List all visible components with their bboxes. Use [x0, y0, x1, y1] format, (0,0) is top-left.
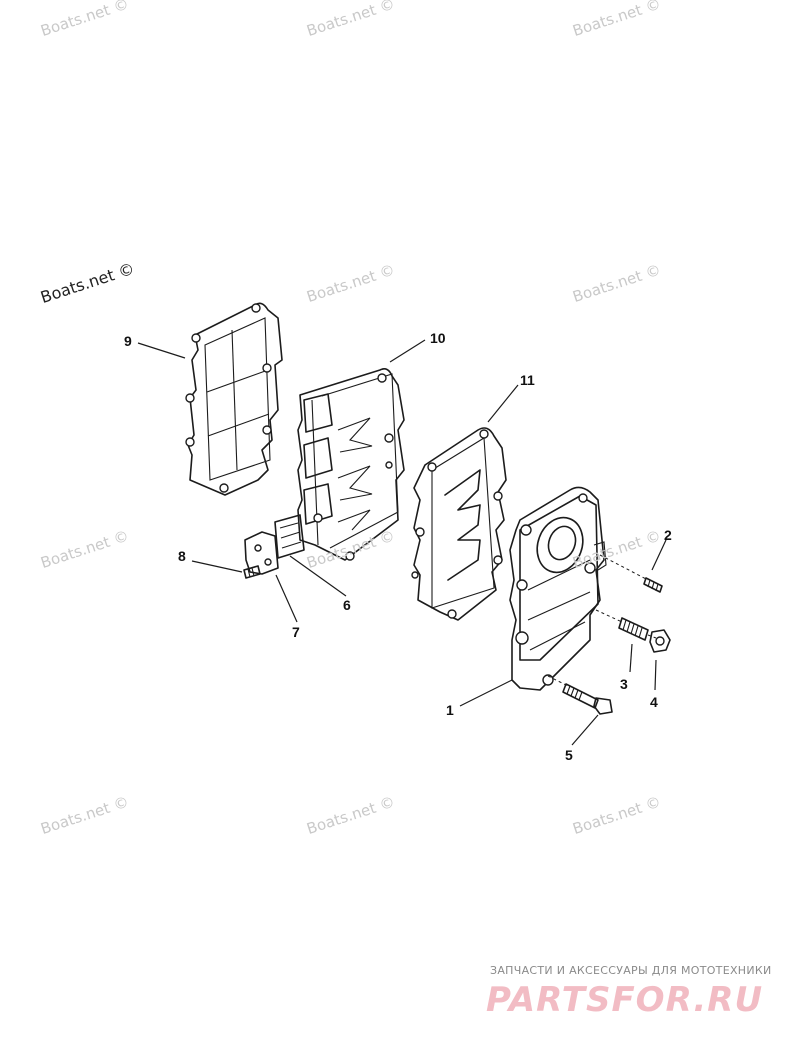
- part-1-intake-cover: [509, 486, 607, 691]
- part-10-reed-block: [297, 368, 405, 561]
- part-8-screw: [243, 565, 261, 579]
- part-11-gasket: [411, 427, 507, 621]
- callout-4: 4: [650, 694, 658, 710]
- callout-10: 10: [430, 330, 446, 346]
- callout-5: 5: [565, 747, 573, 763]
- part-5-bolt: [547, 675, 613, 715]
- callout-7: 7: [292, 624, 300, 640]
- part-9-gasket: [185, 302, 283, 496]
- leader-lines: [137, 339, 667, 746]
- part-2-screw: [599, 554, 663, 593]
- callout-1: 1: [446, 702, 454, 718]
- brand-tagline: ЗАПЧАСТИ И АКСЕССУАРЫ ДЛЯ МОТОТЕХНИКИ: [490, 964, 772, 977]
- callout-9: 9: [124, 333, 132, 349]
- callout-11: 11: [520, 372, 535, 388]
- part-4-nut: [647, 629, 671, 653]
- part-3-spring: [595, 609, 649, 641]
- callout-8: 8: [178, 548, 186, 564]
- brand-logo: PARTSFOR.RU: [486, 980, 764, 1020]
- part-6-reed-stop: [274, 514, 305, 559]
- callout-3: 3: [620, 676, 628, 692]
- part-7-reed-petal: [244, 531, 279, 575]
- callout-6: 6: [343, 597, 351, 613]
- callout-2: 2: [664, 527, 672, 543]
